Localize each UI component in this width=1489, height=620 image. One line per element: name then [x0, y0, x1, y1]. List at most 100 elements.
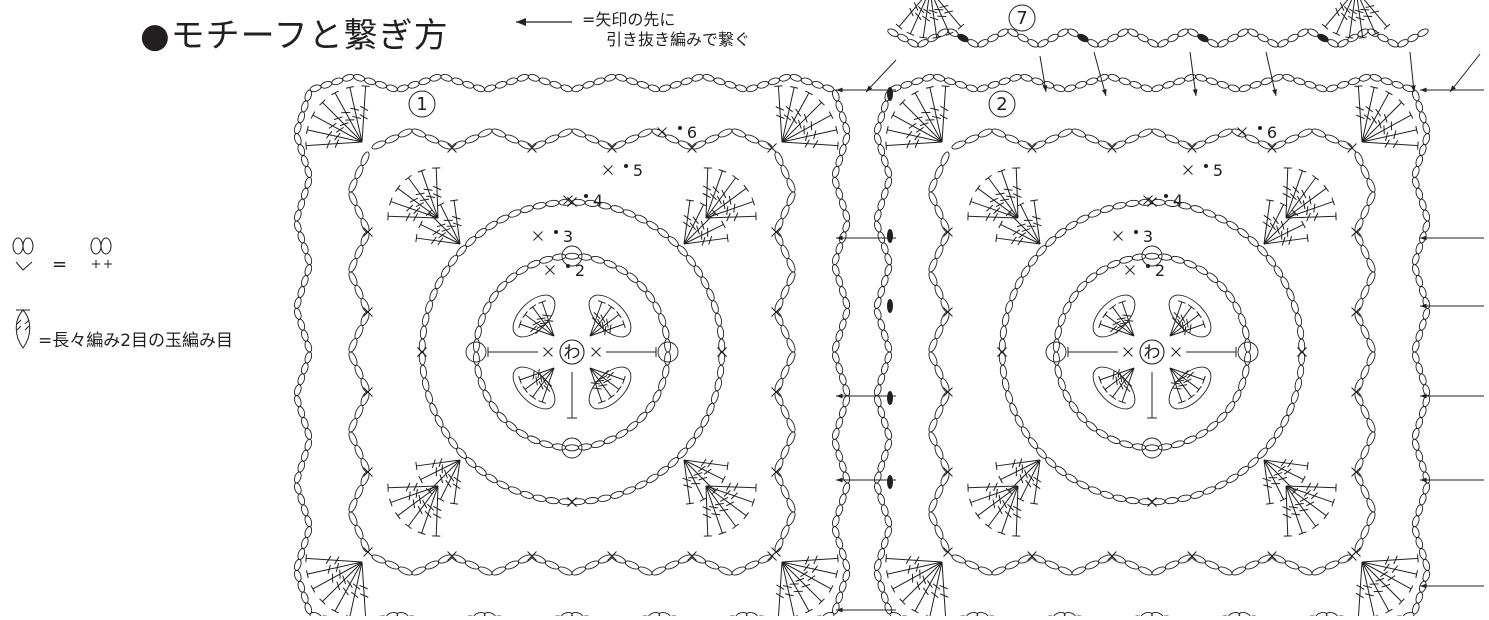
motif-2-edge-chain [873, 395, 882, 408]
motif-1-petal-stitch [601, 315, 605, 323]
motif-1-petal-stitch [590, 368, 619, 389]
motif-2-edge-chain [884, 253, 893, 266]
motif-1-edge-chain [396, 611, 409, 616]
motif-2-edge-chain [877, 580, 886, 593]
motif-2-inner-corner-fan [985, 524, 991, 529]
motif-2-round-3-chain [1242, 325, 1251, 339]
motif-2-edge-chain [873, 384, 882, 397]
motif-1-edge-chain [724, 80, 737, 89]
motif-1-round-4-fan [416, 462, 417, 470]
motif-2-edge-chain [955, 80, 968, 89]
motif-1-edge-chain [680, 77, 693, 86]
motif-1-edge-chain [506, 77, 519, 86]
motif-1-inner-corner-fan [744, 512, 749, 518]
motif-1-round-3-chain [603, 259, 617, 270]
motif-1-edge-chain [396, 84, 409, 93]
motif-2-round-4-fan [1266, 200, 1274, 201]
motif-1-round-4-fan [694, 473, 702, 476]
motif-2-edge-chain [1415, 449, 1424, 462]
motif-1-scallop-chain [611, 139, 627, 150]
motif-2-round-4-chain [1076, 479, 1090, 490]
motif-1-corner-fan [838, 142, 839, 150]
motif-2-round-3-chain [1171, 440, 1185, 449]
motif-7-fan [1344, 6, 1350, 13]
motif-2-edge-chain [880, 449, 889, 462]
motif-7-fan [1341, 13, 1347, 20]
motif-2-edge-chain [1282, 73, 1295, 82]
motif-7-edge-chain [1297, 27, 1310, 38]
motif-1-inner-corner-fan [713, 186, 719, 192]
motif-2-round-4-fan [1278, 477, 1286, 480]
motif-7-edge-chain [907, 38, 920, 49]
motif-2-round-4-fan [1020, 474, 1023, 482]
double-treble-bobble-symbol-icon [8, 306, 38, 352]
motif-1-round-4-fan [690, 223, 695, 230]
motif-2-round-4-chain [1004, 390, 1014, 404]
motif-1-scallop-chain [359, 151, 370, 167]
motif-2-scallop-chain [1311, 565, 1327, 576]
motif-2-edge-chain [1418, 373, 1427, 386]
motif-2-edge-chain [884, 264, 893, 277]
motif-2-round-4-fan [1302, 476, 1306, 483]
motif-2-scallop-chain [1004, 133, 1020, 144]
motif-1-petal-stitch [538, 369, 539, 378]
motif-2-inner-corner-fan [968, 216, 1018, 218]
motif-2-scallop-chain [1231, 565, 1247, 576]
motif-1-scallop-chain [347, 177, 358, 193]
join-arrow-motif-1 [836, 394, 843, 399]
motif-1-round-3-chain [477, 313, 487, 327]
motif-1-scallop-chain [785, 257, 796, 273]
motif-2-inner-corner-fan [986, 205, 992, 211]
motif-1-edge-chain [304, 166, 313, 179]
motif-1-edge-chain [768, 77, 781, 86]
motif-2-edge-chain [880, 155, 889, 168]
motif-1-scallop-chain [359, 231, 370, 247]
motif-2-round-4-chain [1001, 377, 1010, 391]
motif-2-petal-stitch [1124, 320, 1133, 321]
motif-2-edge-chain [1422, 220, 1431, 233]
motif-7-fan [918, 6, 924, 13]
motif-1-edge-chain [842, 482, 851, 495]
motif-1-petal-stitch [546, 380, 552, 386]
motif-2-round-3-chain [1061, 389, 1072, 403]
motif-2-scallop-chain [1204, 133, 1220, 144]
motif-1-corner-fan [306, 142, 307, 150]
motif-2-inner-corner-fan [1286, 171, 1302, 218]
motif-2-edge-chain [1418, 460, 1427, 473]
motif-1-round-4-chain [533, 201, 547, 210]
motif-1-edge-chain [835, 242, 844, 255]
motif-1-round-3-chain [657, 313, 667, 327]
motif-1-edge-chain [293, 395, 302, 408]
motif-2-scallop-chain [1137, 565, 1153, 576]
motif-7-fan [1336, 8, 1340, 16]
motif-1-edge-chain [538, 77, 551, 86]
motif-2-round-4-chain [1113, 201, 1127, 210]
single-crochet-pair-symbol-icon [84, 236, 124, 276]
motif-2-round-4-chain [1013, 276, 1024, 290]
motif-1-inner-corner-fan [388, 216, 438, 218]
motif-1-corner-fan [306, 142, 362, 146]
motif-2-petal-stitch [1173, 388, 1182, 389]
motif-1-round-4-chain [546, 200, 560, 208]
motif-2-edge-chain [1415, 187, 1424, 200]
motif-2-scallop-chain [933, 484, 944, 500]
motif-2-round-4-fan [999, 476, 1003, 483]
motif-2-corner-fan [1354, 86, 1362, 87]
motif-1-round-4-chain [420, 326, 428, 340]
motif-1-round-4-fan [686, 200, 694, 201]
motif-1-edge-chain [429, 73, 442, 82]
motif-7-edge-chain [1117, 27, 1130, 38]
motif-2-scallop-chain [1057, 565, 1073, 576]
motif-2-edge-chain [877, 111, 886, 124]
motif-1-corner-fan [362, 562, 366, 616]
motif-7-edge-chain [997, 27, 1010, 38]
motif-2-scallop-chain [1271, 553, 1287, 564]
motif-2-edge-chain [877, 286, 886, 299]
motif-2-inner-corner-fan [1304, 490, 1310, 496]
motif-1-round-4-fan [698, 477, 706, 480]
join-arrow-motif-2 [1420, 584, 1427, 589]
motif-1-scallop-chain [773, 311, 784, 327]
motif-2-scallop-chain [1365, 351, 1376, 367]
motif-2-inner-corner-fan [1314, 204, 1315, 213]
motif-1-round-4-fan [440, 474, 443, 482]
